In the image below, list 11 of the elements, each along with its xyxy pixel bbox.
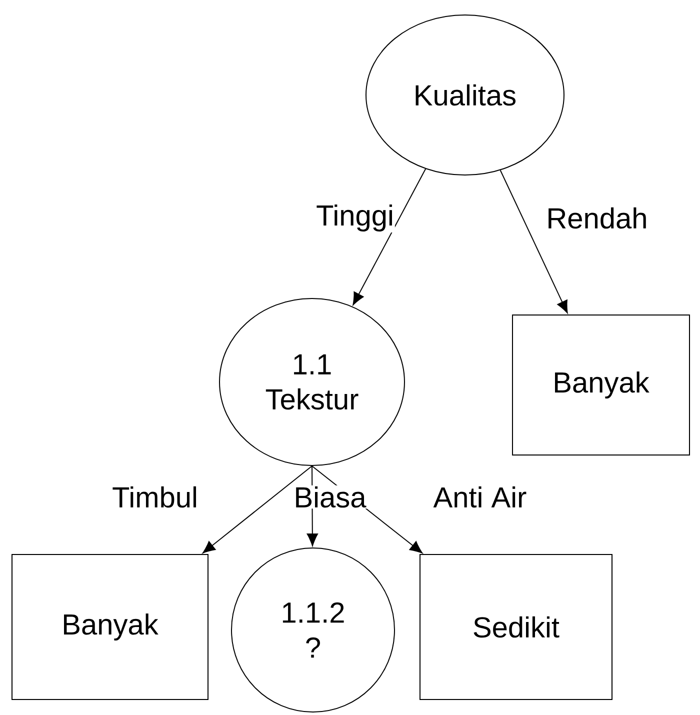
leaf-box: Banyak	[512, 314, 690, 456]
arrow	[202, 466, 312, 554]
leaf-box: Banyak	[12, 554, 208, 700]
edge-label: Rendah	[545, 206, 649, 230]
edge-label: Anti Air	[432, 485, 528, 509]
leaf-box: Sedikit	[420, 554, 612, 700]
edge-label: Biasa	[292, 485, 368, 509]
arrow	[500, 170, 568, 314]
edge-label: Tinggi	[315, 204, 395, 233]
edge-label: Timbul	[111, 485, 199, 509]
arrow	[352, 168, 426, 306]
